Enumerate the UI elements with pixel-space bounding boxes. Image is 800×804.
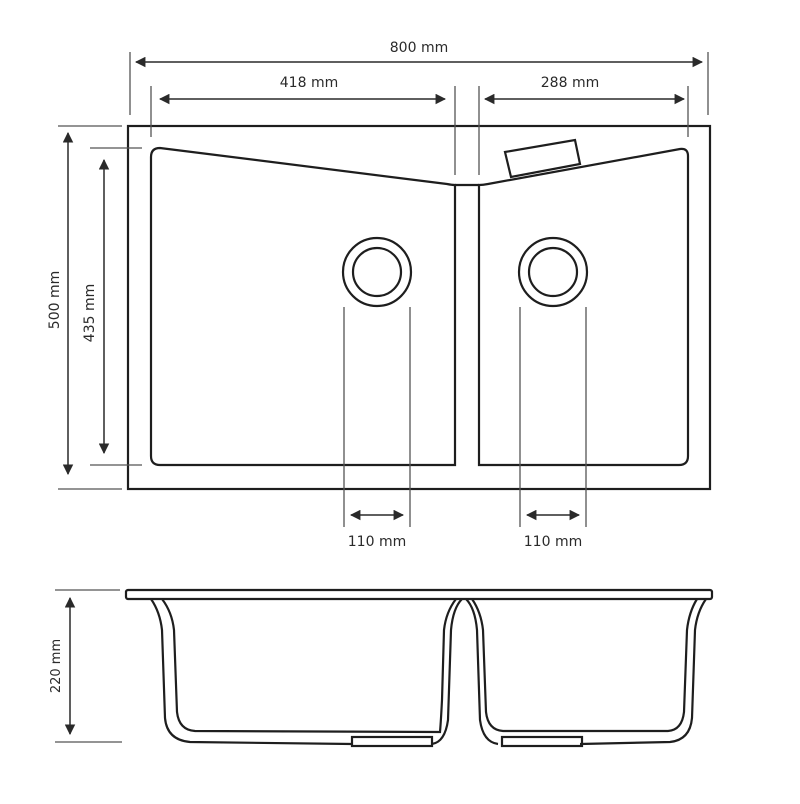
left-drain-outlet <box>350 735 434 748</box>
dim-bowl-height: 220 mm <box>49 639 64 693</box>
dim-left-bowl-width: 418 mm <box>280 75 338 91</box>
overflow-slot <box>503 138 582 179</box>
dim-right-drain: 110 mm <box>524 534 582 550</box>
side-view: 220 mm <box>49 588 714 748</box>
sink-outline <box>126 124 712 491</box>
top-view: 800 mm 418 mm 288 mm 500 mm 435 mm 110 m… <box>47 40 712 550</box>
right-drain-outlet <box>500 735 584 748</box>
right-bowl-profile <box>465 598 707 746</box>
dim-bowl-depth: 435 mm <box>82 284 98 342</box>
left-bowl-profile <box>150 598 463 746</box>
dim-overall-width: 800 mm <box>390 40 448 56</box>
right-bowl <box>477 147 690 467</box>
rim <box>124 588 714 601</box>
right-drain <box>517 236 589 308</box>
dim-right-bowl-width: 288 mm <box>541 75 599 91</box>
dim-left-drain: 110 mm <box>348 534 406 550</box>
left-drain <box>341 236 413 308</box>
dim-overall-depth: 500 mm <box>47 271 63 329</box>
left-bowl <box>149 146 457 467</box>
